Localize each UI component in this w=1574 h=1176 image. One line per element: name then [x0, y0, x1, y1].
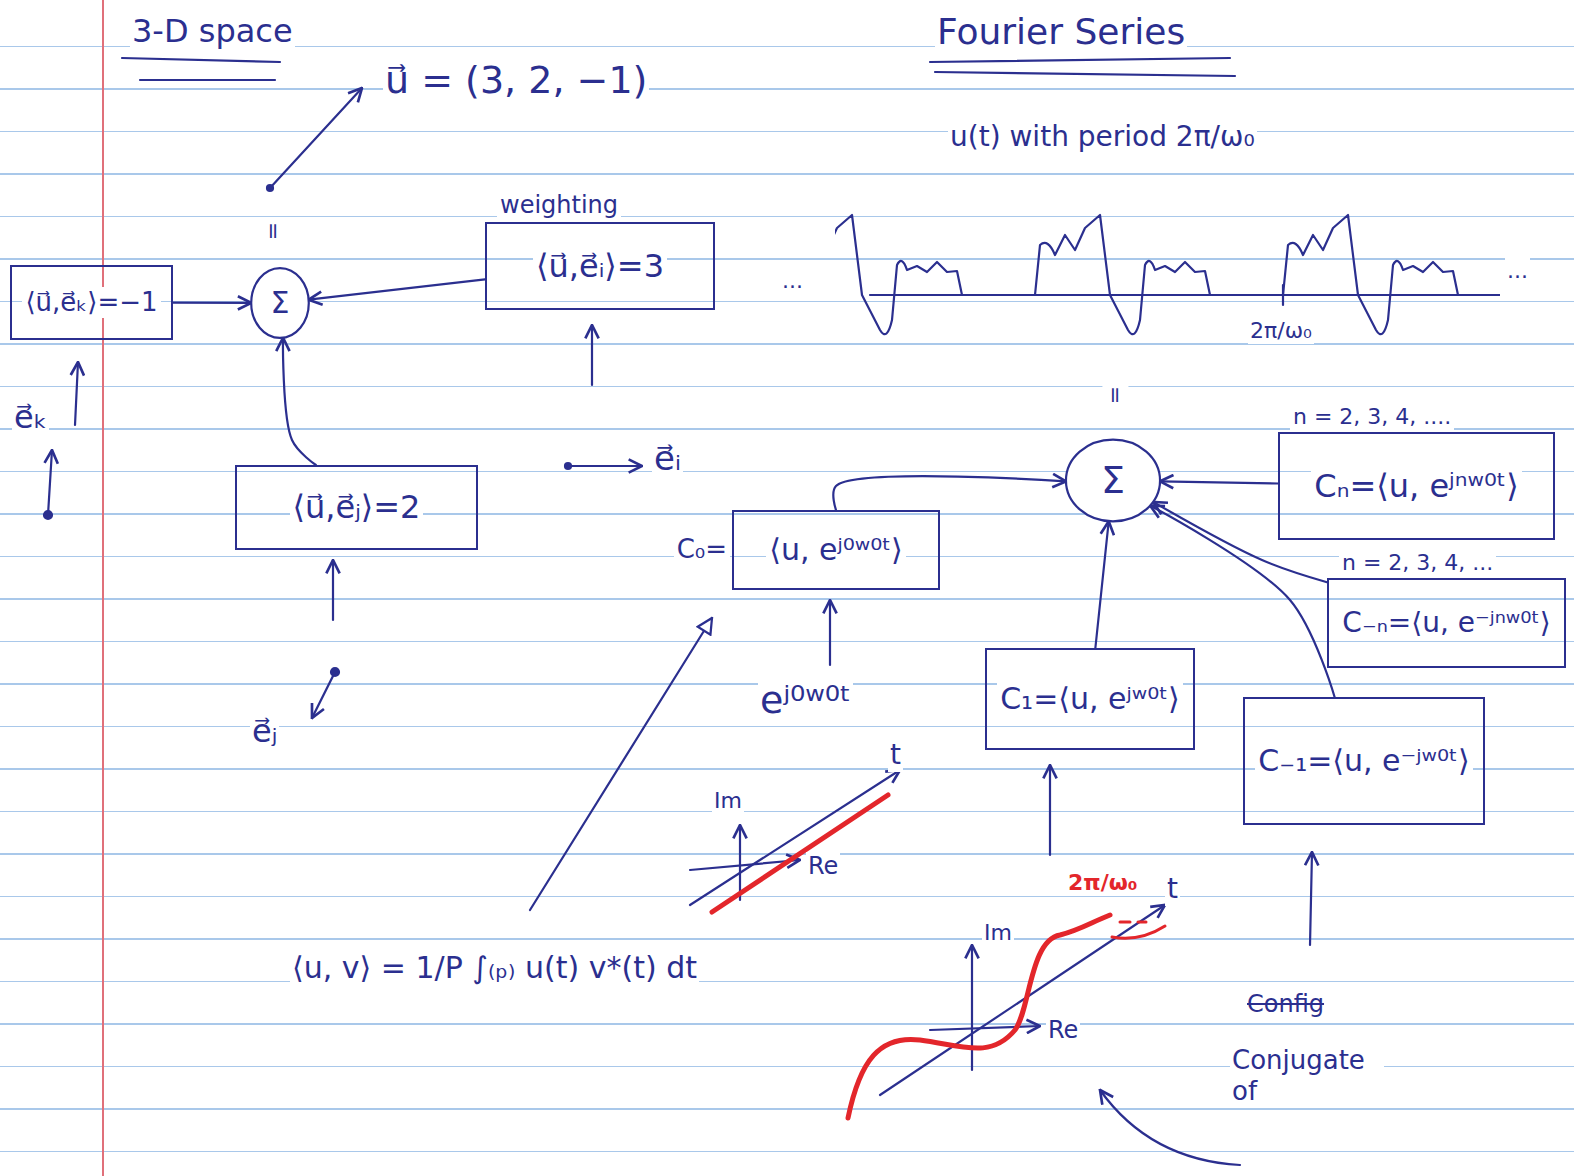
connector-arrow: [173, 302, 251, 304]
continuation-marks: [1112, 922, 1165, 938]
inner-product-box: ⟨u⃗,e⃗ⱼ⟩=2: [235, 465, 478, 550]
axis-label: Re: [1046, 1016, 1080, 1045]
box-text: C₁=⟨u, eʲʷ⁰ᵗ⟩: [997, 681, 1183, 717]
title-underline: [122, 58, 280, 80]
title-underline: [930, 58, 1235, 76]
box-heading: weighting: [497, 191, 621, 220]
box-text: Cₙ=⟨u, eʲⁿʷ⁰ᵗ⟩: [1311, 467, 1521, 505]
basis-vector-name: e⃗ₖ: [12, 398, 49, 436]
inner-product-formula: ⟨u, v⟩ = 1/P ∫₍ₚ₎ u(t) v*(t) dt: [290, 950, 699, 986]
connector-arrow: [1150, 506, 1334, 697]
coefficient-box: C₋₁=⟨u, e⁻ʲʷ⁰ᵗ⟩: [1243, 697, 1485, 825]
box-text: ⟨u⃗,e⃗ⱼ⟩=2: [290, 488, 424, 526]
connector-arrow: [309, 279, 485, 299]
section-title: Fourier Series: [935, 10, 1187, 53]
connector-arrow: [1153, 502, 1327, 582]
axis-label: Im: [712, 788, 744, 814]
box-text: Σ: [1098, 458, 1128, 504]
complex-axes: [880, 905, 1165, 1095]
input-arrow: [75, 362, 78, 425]
coefficient-box: C₀=⟨u, eʲ⁰ʷ⁰ᵗ⟩: [732, 510, 940, 590]
box-text: C₋ₙ=⟨u, e⁻ʲⁿʷ⁰ᵗ⟩: [1339, 606, 1553, 640]
period-label: 2π/ω₀: [1248, 318, 1314, 344]
inner-product-box: ⟨u⃗,e⃗ₖ⟩=−1: [10, 265, 173, 340]
vector-arrow: [270, 88, 362, 188]
connector-arrow: [1095, 521, 1108, 648]
equals-sign: =: [260, 220, 286, 242]
box-heading: n = 2, 3, 4, ...: [1339, 550, 1496, 576]
axis-label: t: [888, 738, 903, 772]
connector-arrow: [833, 476, 1066, 510]
box-text: ⟨u⃗,e⃗ₖ⟩=−1: [22, 287, 160, 318]
signal-note: u(t) with period 2π/ω₀: [948, 120, 1257, 154]
axis-label: t: [1165, 872, 1180, 906]
box-text: Σ: [268, 285, 293, 321]
note: Conjugate of: [1230, 1045, 1384, 1107]
struck-note: Config: [1245, 990, 1326, 1019]
coefficient-box: C₁=⟨u, eʲʷ⁰ᵗ⟩: [985, 648, 1195, 750]
ellipsis: ...: [1505, 258, 1530, 284]
margin-line: [102, 0, 104, 1176]
basis-function: eʲ⁰ʷ⁰ᵗ: [758, 678, 853, 724]
basis-vector-arrow: [312, 672, 335, 718]
basis-vector-name: e⃗ⱼ: [250, 712, 279, 750]
input-arrow: [1049, 765, 1051, 855]
connector-arrow: [283, 338, 316, 465]
ellipsis: ...: [780, 268, 805, 294]
basis-vector-name: e⃗ᵢ: [652, 438, 683, 479]
sum-circle: Σ: [250, 265, 310, 341]
vector-value: u⃗ = (3, 2, −1): [383, 58, 649, 104]
input-arrow: [332, 560, 334, 620]
input-arrow: [1310, 852, 1312, 945]
box-heading: n = 2, 3, 4, ....: [1290, 404, 1454, 430]
basis-vector-arrow: [48, 450, 52, 515]
axis-label: Im: [982, 920, 1014, 946]
circle-outline: [251, 268, 309, 338]
complex-axes: [690, 770, 900, 905]
box-text: ⟨u⃗,e⃗ᵢ⟩=3: [533, 247, 667, 285]
inner-product-box: weighting⟨u⃗,e⃗ᵢ⟩=3: [485, 222, 715, 310]
period-tick: [1282, 285, 1284, 305]
equals-sign: =: [1102, 384, 1128, 406]
periodic-waveform: [835, 215, 1500, 334]
box-heading: C₀=: [674, 534, 730, 565]
period-label: 2π/ω₀: [1066, 870, 1140, 896]
circle-outline: [1066, 440, 1160, 522]
box-text: ⟨u, eʲ⁰ʷ⁰ᵗ⟩: [766, 532, 906, 568]
basis-vector-arrow: [568, 465, 642, 467]
rotating-phasor: [848, 915, 1110, 1118]
axis-label: Re: [806, 852, 840, 881]
coefficient-box: n = 2, 3, 4, ....Cₙ=⟨u, eʲⁿʷ⁰ᵗ⟩: [1278, 432, 1555, 540]
connector-arrow: [1160, 481, 1278, 483]
pointer-arrow: [1100, 1090, 1240, 1165]
section-title: 3-D space: [130, 12, 295, 50]
sum-circle: Σ: [1064, 436, 1162, 525]
box-text: C₋₁=⟨u, e⁻ʲʷ⁰ᵗ⟩: [1255, 743, 1472, 779]
input-arrow: [591, 325, 593, 385]
input-arrow: [829, 600, 831, 665]
coefficient-box: n = 2, 3, 4, ...C₋ₙ=⟨u, e⁻ʲⁿʷ⁰ᵗ⟩: [1327, 578, 1566, 668]
definition-arrow: [530, 618, 712, 910]
